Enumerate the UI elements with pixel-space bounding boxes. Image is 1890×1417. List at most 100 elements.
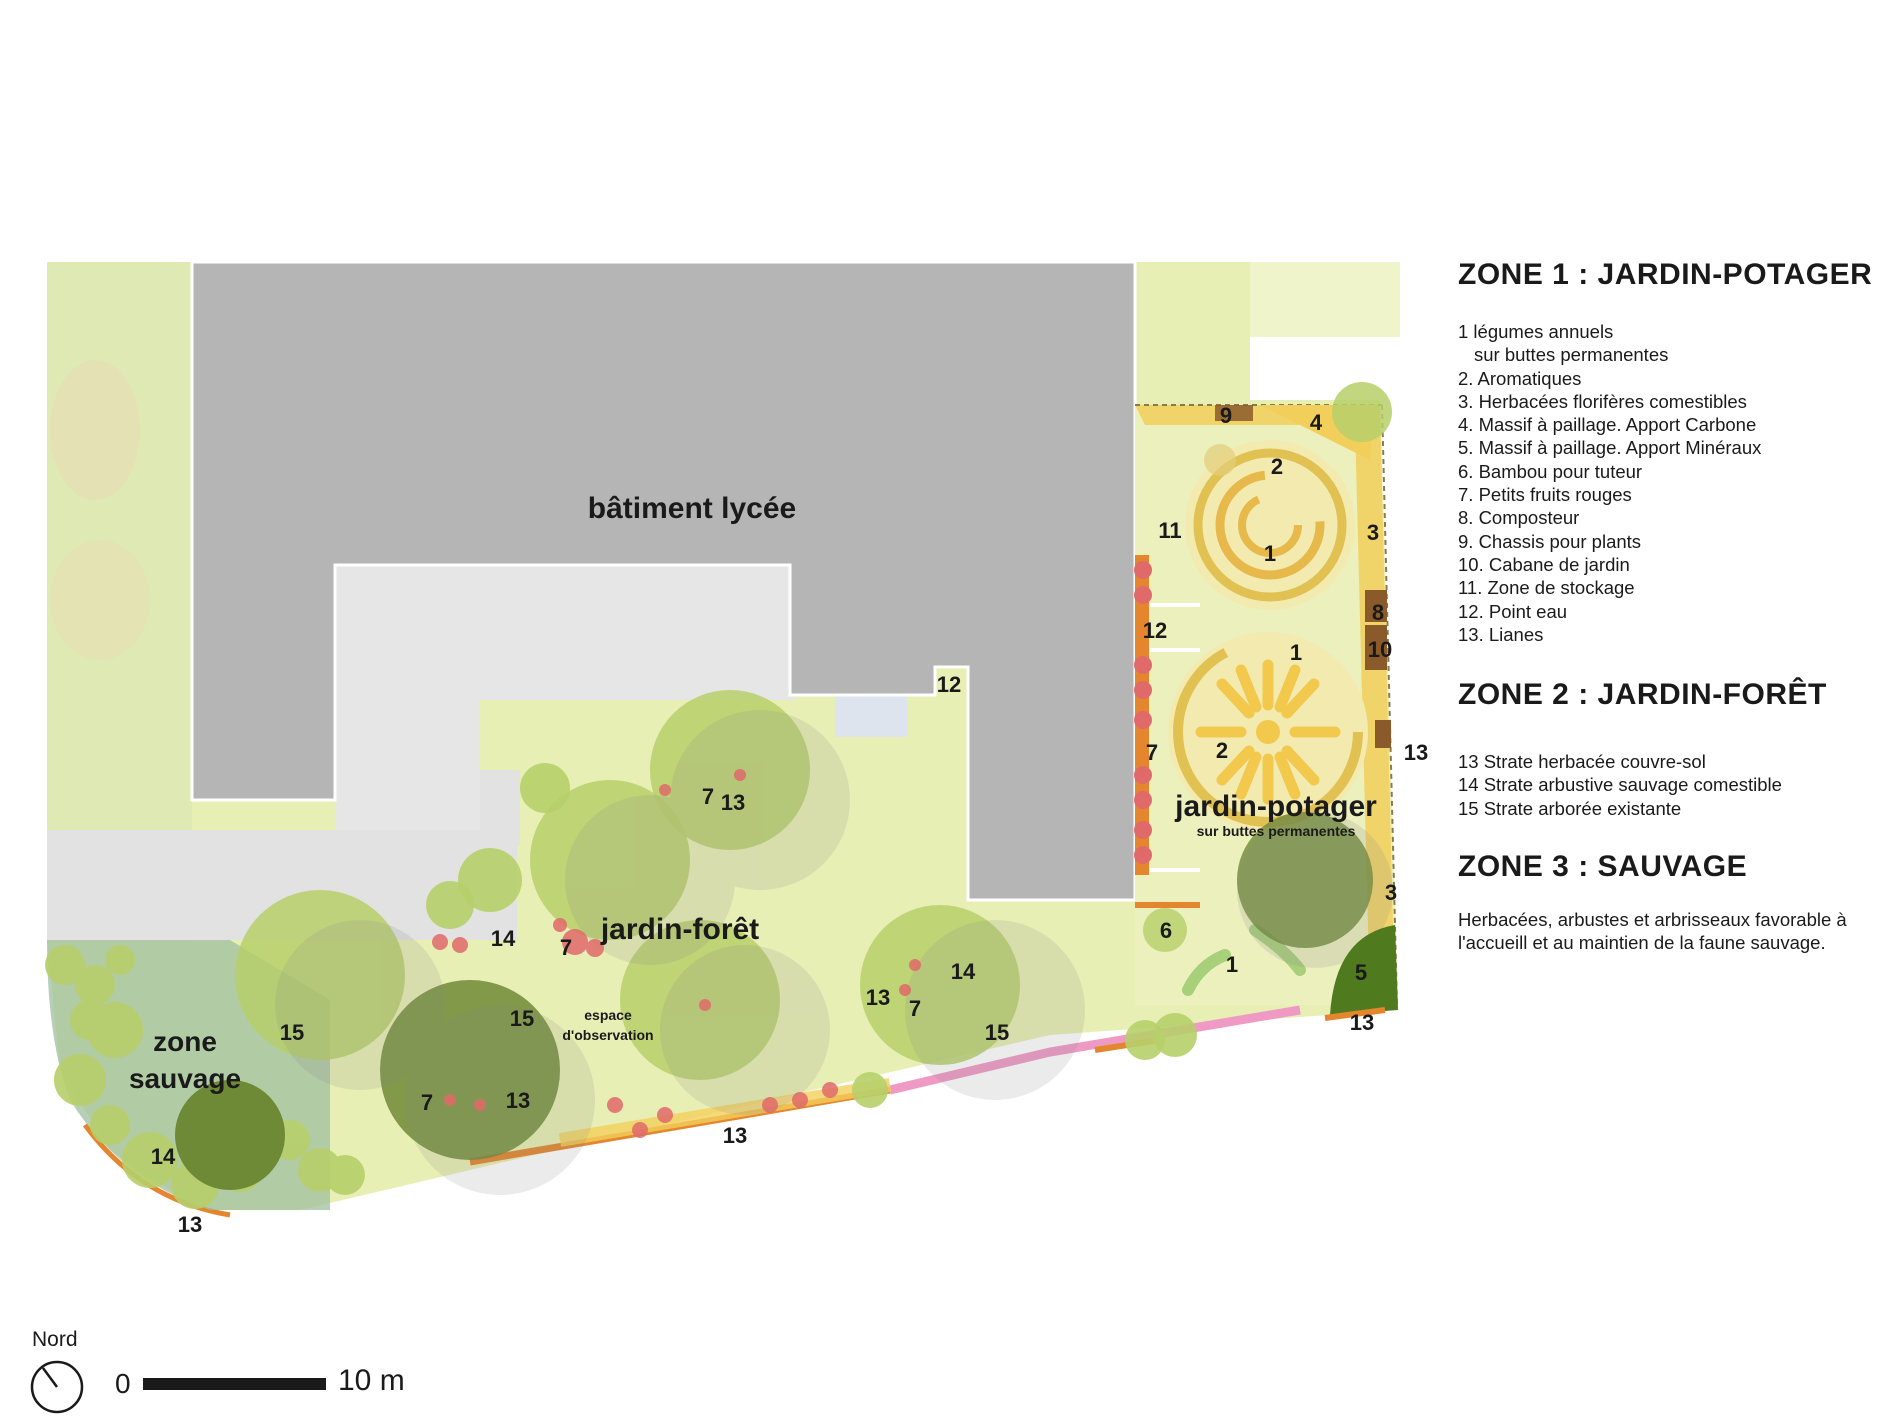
edge-orange-right <box>1324 1007 1386 1021</box>
raised-bed-spiral-ring <box>1215 470 1325 580</box>
raised-bed-sun-center <box>1256 720 1280 744</box>
existing-tree-shadow <box>1237 812 1393 968</box>
garden-lines <box>1150 603 1200 872</box>
red-fruit-shrubs <box>1134 561 1152 864</box>
map-number: 13 <box>723 1123 747 1148</box>
texture-blob <box>50 540 150 660</box>
map-number: 1 <box>1290 640 1302 665</box>
compost-bin <box>1365 590 1387 622</box>
legend-item: 13. Lianes <box>1458 623 1544 645</box>
map-number: 8 <box>1372 600 1384 625</box>
mulch-mineral <box>1330 925 1398 1015</box>
map-number: 4 <box>1310 410 1323 435</box>
red-fruit-shrubs-forest <box>432 769 921 1138</box>
legend-item: 15 Strate arborée existante <box>1458 797 1682 819</box>
raised-bed-sun-rays <box>1195 659 1341 805</box>
legend-item: 7. Petits fruits rouges <box>1458 484 1632 506</box>
map-number: 11 <box>1158 518 1181 543</box>
edge-pink <box>888 1005 1301 1095</box>
scale-bar <box>143 1378 326 1390</box>
garden-shed <box>1365 625 1387 670</box>
garden-shed-small <box>1375 720 1391 748</box>
legend-item: 4. Massif à paillage. Apport Carbone <box>1458 414 1757 436</box>
legend-item: 6. Bambou pour tuteur <box>1458 460 1643 482</box>
potager-fence <box>1381 404 1398 1006</box>
zone1-list: 1 légumes annuels sur buttes permanentes… <box>1458 320 1761 646</box>
zone2-title: ZONE 2 : JARDIN-FORÊT <box>1458 678 1827 711</box>
spiral-herbs <box>1204 444 1236 476</box>
raised-bed-spiral-ring <box>1238 493 1302 557</box>
map-number: 1 <box>1264 541 1276 566</box>
map-number: 6 <box>1160 918 1172 943</box>
map-number: 7 <box>702 784 714 809</box>
map-numbers: 9 4 2 3 1 11 8 10 12 1 2 7 13 12 3 6 1 5… <box>151 403 1428 1237</box>
map-number: 3 <box>1385 880 1397 905</box>
tree-shadows <box>275 710 1085 1195</box>
raised-bed-spiral-ring <box>1193 448 1347 602</box>
map-number: 14 <box>491 926 516 951</box>
map-number: 13 <box>506 1088 530 1113</box>
map-number: 7 <box>1146 740 1158 765</box>
legend-item: 10. Cabane de jardin <box>1458 553 1630 575</box>
north-label: Nord <box>32 1328 78 1351</box>
map-number: 12 <box>1143 618 1167 643</box>
north-arrow-needle <box>41 1367 59 1388</box>
observation-label-2: d'observation <box>562 1027 653 1043</box>
map-number: 15 <box>280 1020 304 1045</box>
scale-end-label: 10 m <box>338 1364 405 1397</box>
zone-sublabel-potager: sur buttes permanentes <box>1197 823 1356 839</box>
legend-item: 14 Strate arbustive sauvage comestible <box>1458 774 1782 796</box>
legend-item: 1 légumes annuels <box>1458 321 1614 342</box>
map-number: 13 <box>1404 740 1428 765</box>
raised-bed-sun-ring <box>1173 637 1363 827</box>
map-number: 14 <box>951 959 976 984</box>
map-number: 7 <box>421 1090 433 1115</box>
zone3-description: Herbacées, arbustes et arbrisseaux favor… <box>1458 909 1847 954</box>
map-number: 15 <box>985 1020 1009 1045</box>
shrub-corner <box>1332 382 1392 442</box>
zone1-title: ZONE 1 : JARDIN-POTAGER <box>1458 258 1873 291</box>
map-number: 12 <box>937 672 961 697</box>
map-number: 3 <box>1367 520 1379 545</box>
legend-item: 9. Chassis pour plants <box>1458 530 1642 552</box>
wild-tree <box>175 1080 285 1190</box>
observation-label-1: espace <box>584 1007 632 1023</box>
map-number: 7 <box>909 996 921 1021</box>
map-number: 5 <box>1355 960 1367 985</box>
legend-item: sur buttes permanentes <box>1474 344 1669 366</box>
texture-blob <box>50 360 140 500</box>
zone-label-jardin-potager: jardin-potager <box>1174 790 1377 823</box>
north-arrow-circle <box>30 1360 84 1414</box>
map-number: 13 <box>178 1212 202 1237</box>
water-basin <box>835 695 907 737</box>
shrub <box>1143 908 1187 952</box>
cold-frame <box>1215 405 1253 421</box>
zone-label-jardin-foret: jardin-forêt <box>600 913 759 946</box>
map-number: 9 <box>1220 403 1232 428</box>
zone2-list: 13 Strate herbacée couvre-sol 14 Strate … <box>1458 750 1782 820</box>
map-number: 2 <box>1271 454 1283 479</box>
adjacent-lot-top2 <box>1130 262 1400 337</box>
courtyard <box>335 565 795 830</box>
raised-bed-arc <box>1249 924 1306 976</box>
zone3-title: ZONE 3 : SAUVAGE <box>1458 850 1748 883</box>
legend-item: 2. Aromatiques <box>1458 367 1582 389</box>
map-number: 13 <box>721 790 745 815</box>
scale-start-label: 0 <box>115 1368 131 1399</box>
tree-canopies <box>235 690 1197 1160</box>
raised-bed-spiral <box>1185 440 1355 610</box>
map-number: 15 <box>510 1006 534 1031</box>
map-number: 13 <box>1350 1010 1374 1035</box>
map-number: 7 <box>560 935 572 960</box>
map-number: 2 <box>1216 738 1228 763</box>
map-number: 10 <box>1368 637 1392 662</box>
legend-item: 12. Point eau <box>1458 600 1568 622</box>
map-number: 1 <box>1226 952 1238 977</box>
map-number: 14 <box>151 1144 176 1169</box>
legend-item: 13 Strate herbacée couvre-sol <box>1458 751 1706 772</box>
legend-item: 3. Herbacées florifères comestibles <box>1458 390 1747 412</box>
legend-item: 5. Massif à paillage. Apport Minéraux <box>1458 437 1762 459</box>
zone-label-sauvage-2: sauvage <box>129 1063 241 1094</box>
existing-tree <box>1237 812 1373 948</box>
